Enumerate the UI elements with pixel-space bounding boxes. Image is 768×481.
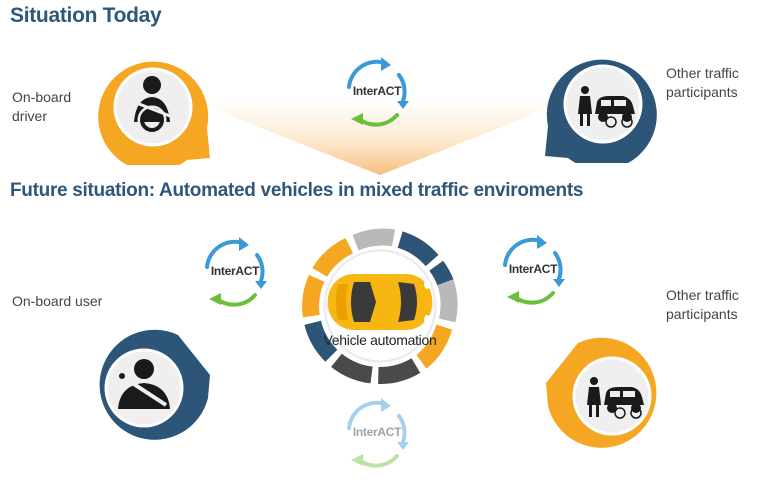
hub-ring [302,228,458,385]
vehicle-automation-hub: Vehicle automation [286,212,474,400]
pin-other-traffic-future [540,333,670,453]
interact-label: InterACT [352,84,402,98]
cycle-arrows-icon [347,57,409,127]
cycle-arrows-icon [503,235,565,305]
label-on-board-driver: On-board driver [12,89,72,124]
interact-label: InterACT [210,264,260,278]
label-on-board-user: On-board user [12,293,103,309]
seatbelt-passenger-icon [118,359,170,409]
label-other-traffic-today: Other traffic participants [666,65,739,100]
interact-label: InterACT [508,262,558,276]
pin-on-board-user [86,325,216,445]
interact-cycle-today: InterACT [337,53,417,133]
cycle-arrows-icon [205,237,267,307]
pin-on-board-driver [90,50,220,165]
label-other-traffic-future: Other traffic participants [666,287,739,322]
pedestrian-car-bicycle-icon [587,377,644,419]
hub-label: Vehicle automation [323,332,437,348]
title-future-situation: Future situation: Automated vehicles in … [10,180,584,201]
car-top-view-icon [326,274,434,330]
pin-other-traffic-today [537,48,667,163]
title-situation-today: Situation Today [10,4,162,27]
interact-cycle-faded: InterACT [337,394,417,474]
pedestrian-car-bicycle-icon [578,86,635,128]
steering-driver-icon [133,76,171,135]
interact-label: InterACT [352,425,402,439]
cycle-arrows-icon [347,398,409,468]
interact-cycle-user: InterACT [195,233,275,313]
interact-cycle-others: InterACT [493,231,573,311]
